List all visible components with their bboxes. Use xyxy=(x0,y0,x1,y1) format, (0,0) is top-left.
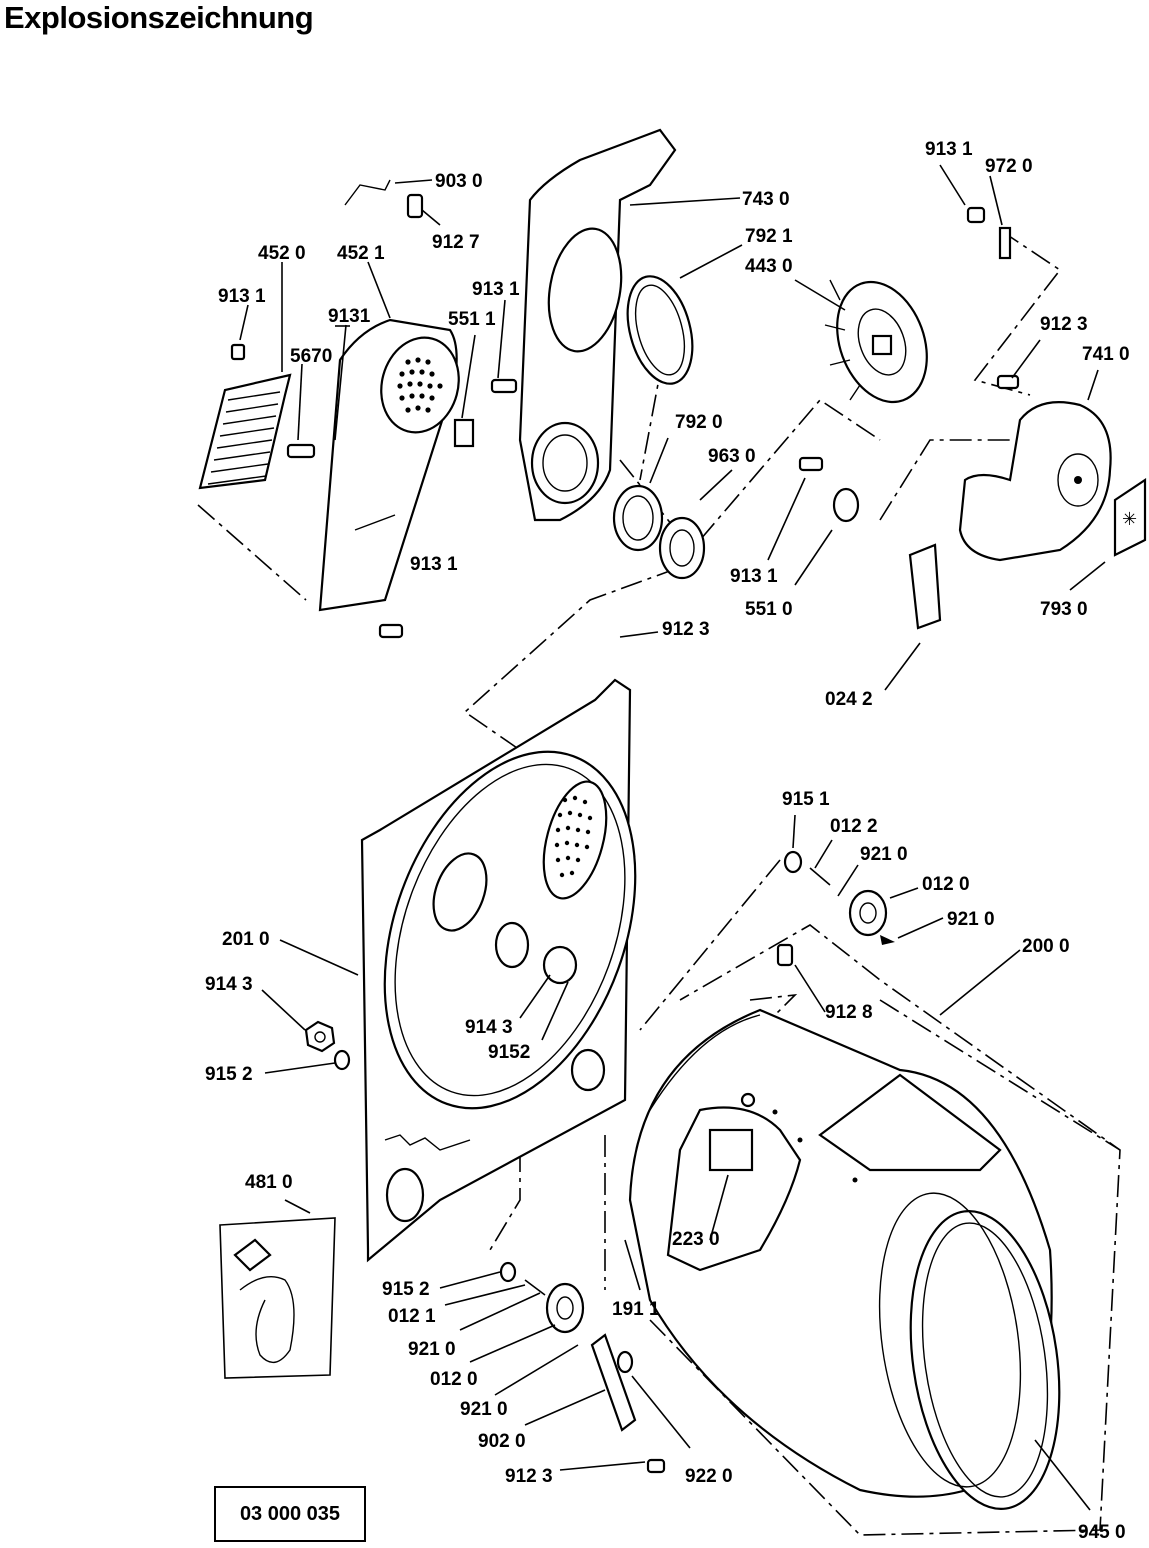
page-title: Explosionszeichnung xyxy=(4,0,314,35)
label-9020: 902 0 xyxy=(478,1431,526,1452)
screw-9131-bottom xyxy=(378,623,404,639)
label-9123-b: 912 3 xyxy=(662,619,710,640)
label-7410: 741 0 xyxy=(1082,344,1130,365)
label-9210-a: 921 0 xyxy=(860,844,908,865)
label-9131-d: 913 1 xyxy=(410,554,458,575)
label-9630: 963 0 xyxy=(708,446,756,467)
label-7921: 792 1 xyxy=(745,226,793,247)
leader-lines xyxy=(239,164,1106,1511)
drum xyxy=(628,1008,1061,1510)
nut-9143 xyxy=(304,1020,336,1053)
label-9131-e: 913 1 xyxy=(925,139,973,160)
label-9151: 915 1 xyxy=(782,789,830,810)
label-9450: 945 0 xyxy=(1078,1522,1126,1543)
part-labels: 903 0 912 7 452 0 452 1 913 1 9131 5670 … xyxy=(205,139,1130,1543)
label-5510: 551 0 xyxy=(745,599,793,620)
label-2010: 201 0 xyxy=(222,929,270,950)
label-1911: 191 1 xyxy=(612,1299,660,1320)
thermostat-5511 xyxy=(453,378,518,448)
label-9131-f: 913 1 xyxy=(730,566,778,587)
label-9143-a: 914 3 xyxy=(205,974,253,995)
label-9123-a: 912 3 xyxy=(1040,314,1088,335)
label-9152-a: 9152 xyxy=(488,1042,530,1063)
label-9131-a: 913 1 xyxy=(218,286,266,307)
label-9720: 972 0 xyxy=(985,156,1033,177)
label-7930: 793 0 xyxy=(1040,599,1088,620)
screw-9131-fan xyxy=(966,206,1012,260)
heater-element xyxy=(198,373,292,490)
label-5670: 5670 xyxy=(290,346,332,367)
label-9210-d: 921 0 xyxy=(460,1399,508,1420)
rear-panel xyxy=(518,128,677,522)
rear-wall-2010 xyxy=(360,678,637,1263)
label-0121: 012 1 xyxy=(388,1306,436,1327)
label-9127: 912 7 xyxy=(432,232,480,253)
seal-7920 xyxy=(612,484,664,552)
label-9220: 922 0 xyxy=(685,1466,733,1487)
wire-9030 xyxy=(344,179,424,219)
label-5511: 551 1 xyxy=(448,309,496,330)
screw-9123-motor xyxy=(996,374,1020,390)
warning-label-7930: ✳ xyxy=(1113,477,1147,557)
label-0122: 012 2 xyxy=(830,816,878,837)
label-9123-c: 912 3 xyxy=(505,1466,553,1487)
motor xyxy=(958,401,1112,562)
accessory-kit xyxy=(219,1217,336,1379)
bearing-9630 xyxy=(658,516,706,580)
label-9131-b: 9131 xyxy=(328,306,371,327)
svg-text:✳: ✳ xyxy=(1122,509,1137,530)
label-4520: 452 0 xyxy=(258,243,306,264)
label-0120-a: 012 0 xyxy=(922,874,970,895)
label-9030: 903 0 xyxy=(435,171,483,192)
label-0120-b: 012 0 xyxy=(430,1369,478,1390)
bracket-0242 xyxy=(908,543,942,630)
washer-9152 xyxy=(333,1049,351,1071)
label-4810: 481 0 xyxy=(245,1172,293,1193)
screw-9128 xyxy=(776,943,794,967)
label-7920: 792 0 xyxy=(675,412,723,433)
roller-assembly-upper xyxy=(783,850,895,945)
label-7430: 743 0 xyxy=(742,189,790,210)
label-9152-b: 915 2 xyxy=(205,1064,253,1085)
label-9128: 912 8 xyxy=(825,1002,873,1023)
seal-7921 xyxy=(626,275,694,385)
label-4430: 443 0 xyxy=(745,256,793,277)
screw-9131-heater xyxy=(230,343,316,459)
label-0242: 024 2 xyxy=(825,689,873,710)
label-9143-b: 914 3 xyxy=(465,1017,513,1038)
air-duct-cover xyxy=(318,318,460,612)
label-2230: 223 0 xyxy=(672,1229,720,1250)
label-2000: 200 0 xyxy=(1022,936,1070,957)
document-number-box: 03 000 035 xyxy=(214,1486,366,1542)
label-9152-c: 915 2 xyxy=(382,1279,430,1300)
clip-5510 xyxy=(798,456,860,523)
roller-assembly-lower xyxy=(499,1261,666,1474)
label-9131-c: 913 1 xyxy=(472,279,520,300)
label-9210-c: 921 0 xyxy=(408,1339,456,1360)
label-4521: 452 1 xyxy=(337,243,385,264)
fan-wheel xyxy=(824,279,928,404)
label-9210-b: 921 0 xyxy=(947,909,995,930)
